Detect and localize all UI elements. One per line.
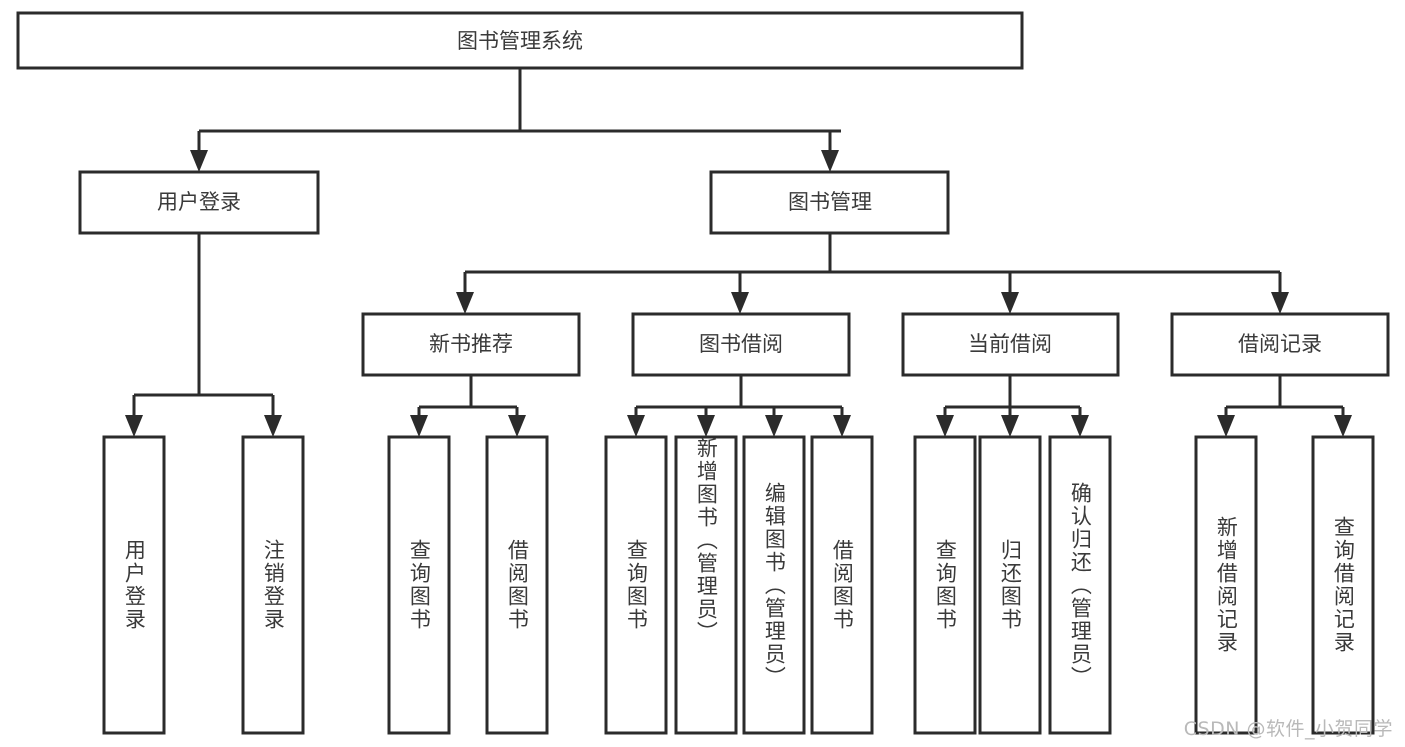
leaf-query-book-borrow-box[interactable] <box>604 435 668 735</box>
arrow-bm-c3 <box>1001 292 1019 314</box>
node-book-manage-box[interactable] <box>709 170 950 235</box>
connector-group-new-book-recommend <box>410 375 526 437</box>
connector-group-root <box>190 68 841 172</box>
node-current-borrow-box[interactable] <box>901 312 1120 377</box>
node-book-borrow-label: 图书借阅 <box>699 332 783 356</box>
node-book-manage-label: 图书管理 <box>788 190 872 214</box>
arrow-cb-l1 <box>936 415 954 437</box>
leaf-boxes <box>102 435 1375 735</box>
leaf-edit-book-box[interactable] <box>742 435 806 735</box>
leaf-query-borrow-record-box[interactable] <box>1311 435 1375 735</box>
node-book-borrow-box[interactable] <box>631 312 851 377</box>
arrow-bb-l3 <box>765 415 783 437</box>
node-current-borrow-label: 当前借阅 <box>968 332 1052 356</box>
leaf-user-login-box[interactable] <box>102 435 166 735</box>
arrow-root-to-user-login <box>190 150 208 172</box>
connector-group-current-borrow <box>936 375 1089 437</box>
node-new-book-recommend-label: 新书推荐 <box>429 332 513 356</box>
node-user-login-box[interactable] <box>78 170 320 235</box>
leaf-add-borrow-record-box[interactable] <box>1194 435 1258 735</box>
connector-group-book-manage <box>456 233 1289 314</box>
node-user-login[interactable]: 用户登录 <box>78 170 320 235</box>
node-borrow-record-label: 借阅记录 <box>1238 332 1322 356</box>
arrow-root-to-book-manage <box>821 150 839 172</box>
connector-group-borrow-record <box>1217 375 1352 437</box>
arrow-bm-c1 <box>456 292 474 314</box>
node-current-borrow[interactable]: 当前借阅 <box>901 312 1120 377</box>
arrow-bm-c4 <box>1271 292 1289 314</box>
leaf-query-book-recommend-box[interactable] <box>387 435 451 735</box>
leaf-borrow-book-box[interactable] <box>810 435 874 735</box>
leaf-borrow-book-recommend-box[interactable] <box>485 435 549 735</box>
arrow-nbr-l1 <box>410 415 428 437</box>
leaf-return-book-box[interactable] <box>978 435 1042 735</box>
arrow-cb-l2 <box>1001 415 1019 437</box>
leaf-confirm-return-box[interactable] <box>1048 435 1112 735</box>
node-new-book-recommend-box[interactable] <box>361 312 581 377</box>
node-new-book-recommend[interactable]: 新书推荐 <box>361 312 581 377</box>
leaf-query-book-current-box[interactable] <box>913 435 977 735</box>
node-user-login-label: 用户登录 <box>157 190 241 214</box>
arrow-user-login-l2 <box>264 415 282 437</box>
csdn-watermark: CSDN @软件_小贺同学 <box>1183 718 1393 740</box>
arrow-bb-l1 <box>627 415 645 437</box>
connector-group-book-borrow <box>627 375 851 437</box>
node-root[interactable]: 图书管理系统 <box>16 11 1024 70</box>
leaf-add-book-box[interactable] <box>674 435 738 735</box>
arrow-nbr-l2 <box>508 415 526 437</box>
arrow-bm-c2 <box>731 292 749 314</box>
arrow-user-login-l1 <box>125 415 143 437</box>
node-book-borrow[interactable]: 图书借阅 <box>631 312 851 377</box>
arrow-br-l2 <box>1334 415 1352 437</box>
arrow-cb-l3 <box>1071 415 1089 437</box>
node-root-label: 图书管理系统 <box>457 29 583 53</box>
arrow-bb-l2 <box>697 415 715 437</box>
node-book-manage[interactable]: 图书管理 <box>709 170 950 235</box>
connector-group-user-login <box>125 233 282 437</box>
node-borrow-record[interactable]: 借阅记录 <box>1170 312 1390 377</box>
arrow-br-l1 <box>1217 415 1235 437</box>
leaf-logout-box[interactable] <box>241 435 305 735</box>
node-root-box[interactable] <box>16 11 1024 70</box>
node-borrow-record-box[interactable] <box>1170 312 1390 377</box>
arrow-bb-l4 <box>833 415 851 437</box>
